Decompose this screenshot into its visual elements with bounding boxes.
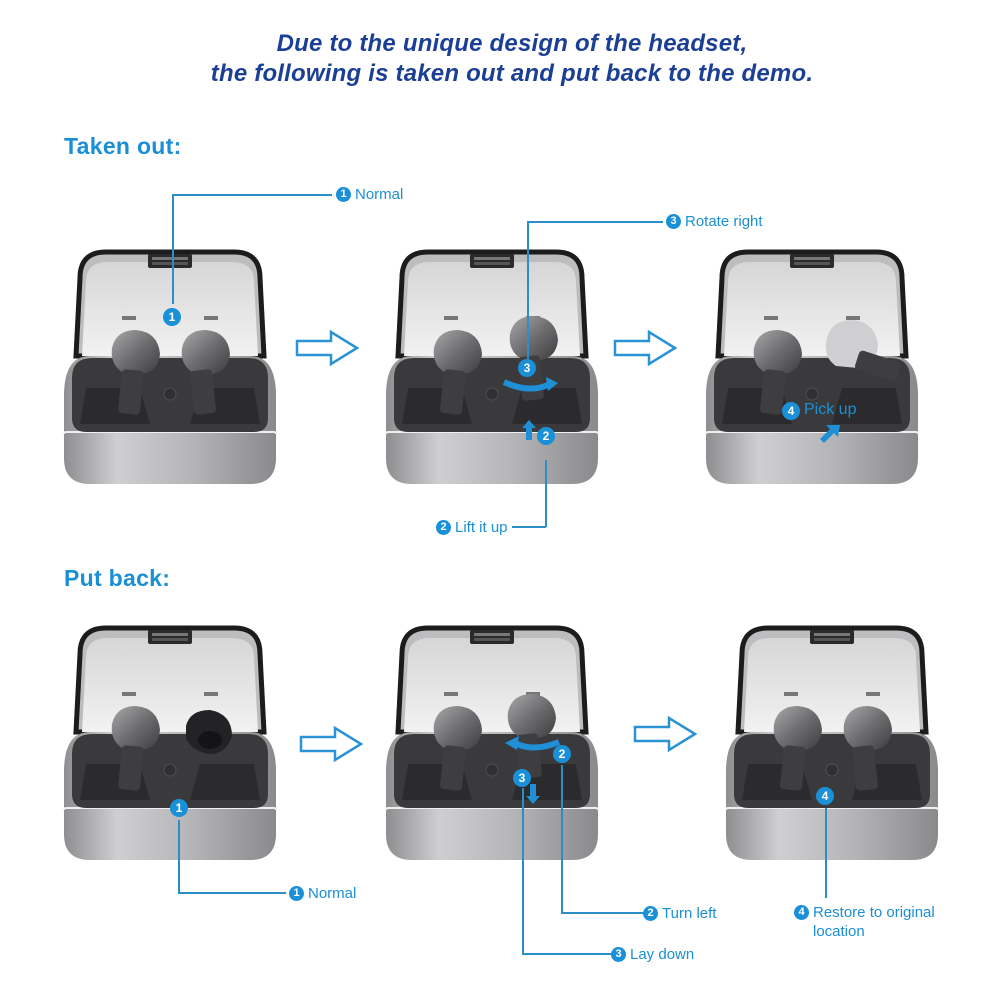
headline-line-1: Due to the unique design of the headset, xyxy=(276,30,748,57)
step-badge-3: 3 xyxy=(513,769,531,787)
curved-arrow-left-icon xyxy=(505,736,561,751)
flow-arrow-icon xyxy=(295,330,359,366)
case-taken-out-pick-up xyxy=(692,238,932,498)
callout-line xyxy=(172,194,174,304)
step-badge-2: 2 xyxy=(553,745,571,763)
earbud-case-illustration xyxy=(712,614,952,874)
step-label-restore: 4 Restore to original location xyxy=(794,903,935,941)
flow-arrow-icon xyxy=(633,716,697,752)
step-label-turn-left: 2 Turn left xyxy=(643,904,716,923)
arrow-up-icon xyxy=(522,420,536,440)
arrow-down-icon xyxy=(526,784,540,804)
step-label-pick-up: 4 Pick up xyxy=(782,400,856,420)
case-put-back-restored xyxy=(712,614,952,874)
callout-line xyxy=(527,221,529,359)
case-put-back-turn-lay xyxy=(372,614,612,874)
step-badge-2: 2 xyxy=(436,520,451,535)
earbud-case-illustration xyxy=(50,614,290,874)
callout-line xyxy=(522,788,524,954)
earbud-case-illustration xyxy=(372,238,612,498)
callout-line xyxy=(561,912,645,914)
headline-line-2: the following is taken out and put back … xyxy=(210,60,814,87)
case-put-back-normal xyxy=(50,614,290,874)
step-badge-3: 3 xyxy=(611,947,626,962)
step-badge-4: 4 xyxy=(816,787,834,805)
case-taken-out-normal xyxy=(50,238,290,498)
step-badge-3: 3 xyxy=(666,214,681,229)
step-label-lay-down: 3 Lay down xyxy=(611,945,694,964)
callout-line xyxy=(178,820,180,893)
callout-line xyxy=(527,221,663,223)
step-badge-1: 1 xyxy=(289,886,304,901)
step-badge-4: 4 xyxy=(782,402,800,420)
step-label-lift-it-up: 2 Lift it up xyxy=(436,518,508,537)
section-title-taken-out: Taken out: xyxy=(64,133,182,159)
step-badge-2: 2 xyxy=(537,427,555,445)
step-badge-1: 1 xyxy=(336,187,351,202)
callout-line xyxy=(512,526,546,528)
step-badge-3: 3 xyxy=(518,359,536,377)
arrow-up-right-icon xyxy=(820,425,840,443)
step-label-normal: 1 Normal xyxy=(289,884,356,903)
step-label-rotate-right: 3 Rotate right xyxy=(666,212,763,231)
callout-line xyxy=(545,460,547,527)
case-taken-out-lift-rotate xyxy=(372,238,612,498)
callout-line xyxy=(522,953,612,955)
earbud-case-illustration xyxy=(692,238,932,498)
step-badge-4: 4 xyxy=(794,905,809,920)
flow-arrow-icon xyxy=(613,330,677,366)
earbud-case-illustration xyxy=(50,238,290,498)
flow-arrow-icon xyxy=(299,726,363,762)
step-badge-1: 1 xyxy=(170,799,188,817)
callout-line xyxy=(172,194,332,196)
callout-line xyxy=(561,765,563,913)
section-title-put-back: Put back: xyxy=(64,565,171,591)
step-badge-1: 1 xyxy=(163,308,181,326)
earbud-case-illustration xyxy=(372,614,612,874)
step-badge-2: 2 xyxy=(643,906,658,921)
step-label-normal: 1 Normal xyxy=(336,185,403,204)
callout-line xyxy=(178,892,286,894)
curved-arrow-right-icon xyxy=(502,377,558,392)
callout-line xyxy=(825,808,827,898)
